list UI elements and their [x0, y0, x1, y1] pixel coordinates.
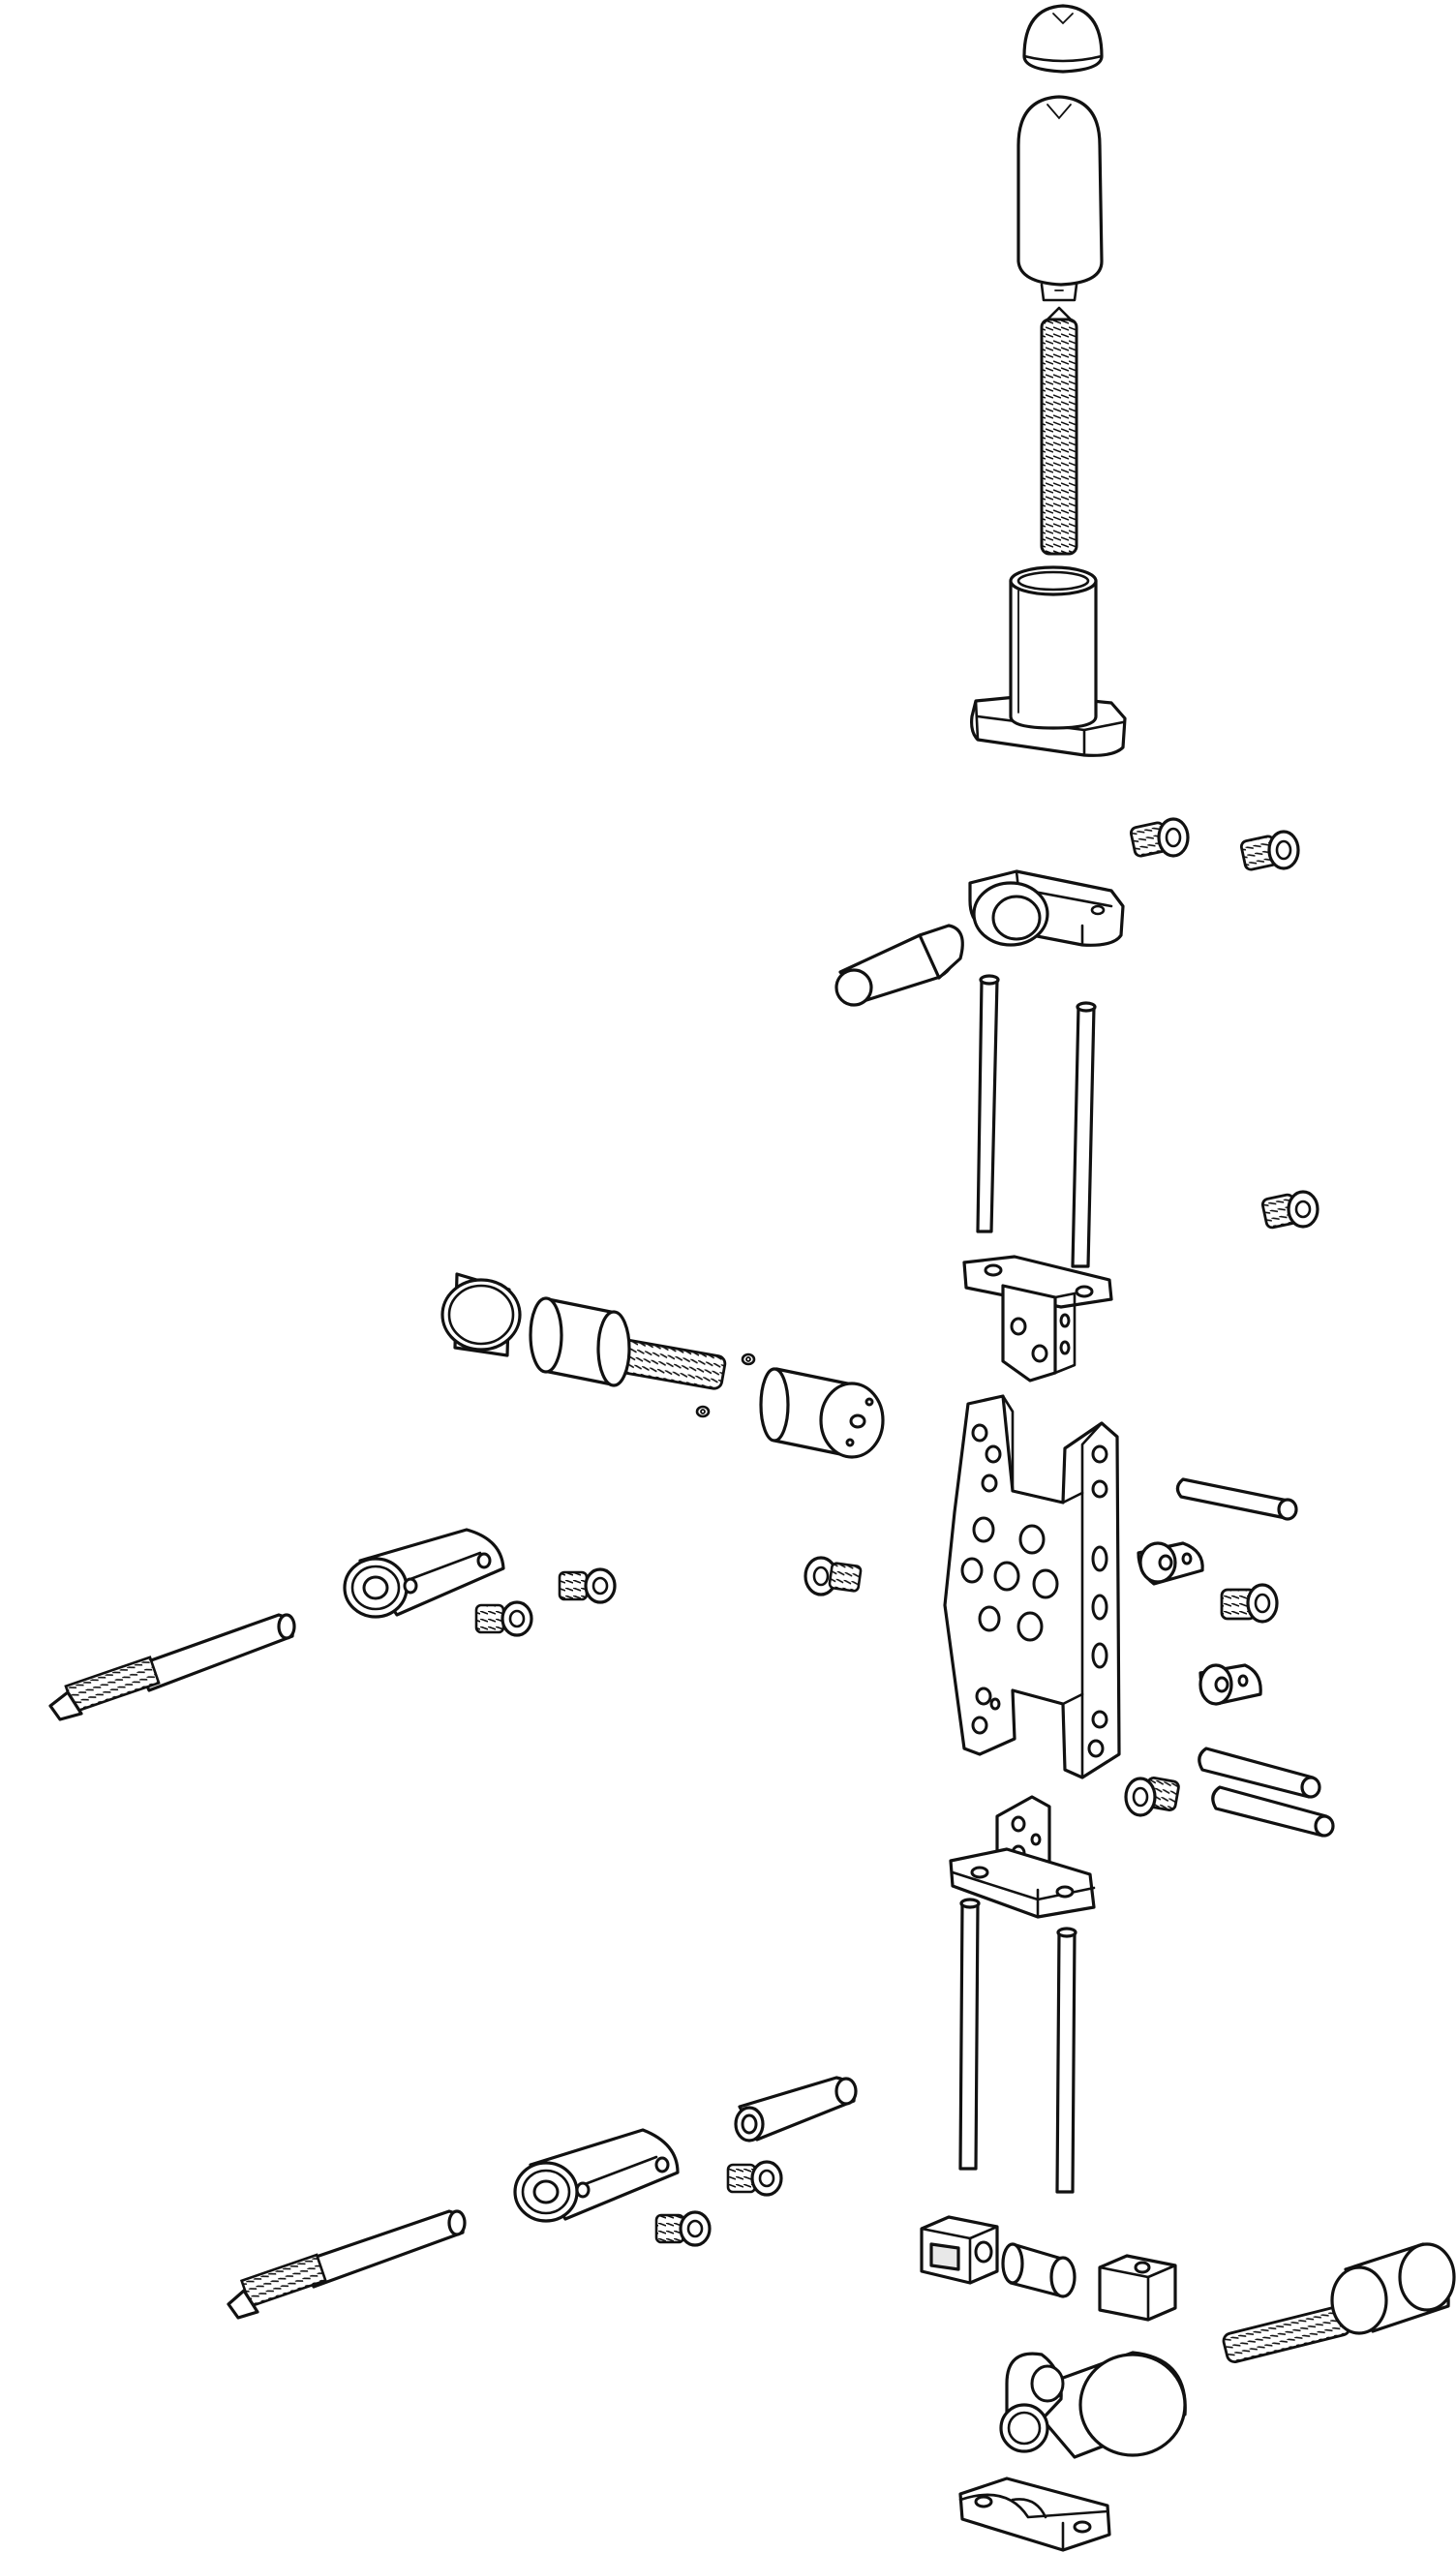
- set-screw-2: [1239, 830, 1300, 871]
- set-screw-1: [1129, 817, 1190, 858]
- square-nut-right: [1098, 2254, 1177, 2322]
- barrel-nut: [759, 1367, 885, 1459]
- pin-rod-2: [1198, 1747, 1321, 1799]
- hex-coupler-lower: [513, 2128, 680, 2223]
- pin-rod-3: [1211, 1785, 1335, 1838]
- set-screw-9: [726, 2160, 783, 2197]
- h-frame-plate: [943, 1394, 1121, 1779]
- handle-body: [1016, 95, 1104, 302]
- set-screw-8: [1124, 1777, 1180, 1817]
- set-screw-10: [654, 2210, 712, 2247]
- bottom-saddle-clamp: [958, 2477, 1111, 2552]
- lever-pin: [834, 924, 964, 1007]
- pointed-screw-shaft-upper: [48, 1613, 296, 1721]
- thumb-knob-with-screw: [1222, 2242, 1456, 2363]
- flanged-sleeve: [970, 565, 1127, 757]
- pin-rod-1: [1175, 1477, 1298, 1521]
- set-screw-4: [558, 1567, 617, 1604]
- tiny-pin-1: [741, 1352, 756, 1366]
- tiny-pin-2: [695, 1405, 711, 1418]
- eccentric-washer-1: [1137, 1541, 1204, 1586]
- dome-cap: [1022, 4, 1104, 74]
- hollow-tube: [734, 2076, 858, 2143]
- set-screw-3: [1260, 1190, 1320, 1230]
- small-cylinder: [1001, 2242, 1077, 2298]
- knob-with-threaded-stud: [529, 1296, 727, 1390]
- square-nut-left: [920, 2215, 999, 2285]
- lower-handle-body: [999, 2351, 1187, 2459]
- end-cap-cup: [440, 1272, 522, 1357]
- guide-rod-lower-right: [1055, 1927, 1077, 2194]
- upper-t-bracket: [962, 1255, 1113, 1383]
- lower-t-bracket: [949, 1795, 1096, 1919]
- threaded-spring: [1040, 306, 1078, 556]
- set-screw-5: [474, 1600, 533, 1637]
- hex-coupler-upper: [343, 1528, 505, 1619]
- guide-rod-upper-left: [976, 974, 1000, 1233]
- eccentric-washer-2: [1198, 1663, 1262, 1706]
- set-screw-6: [804, 1556, 863, 1596]
- pointed-screw-shaft-lower: [227, 2209, 467, 2320]
- guide-rod-upper-right: [1071, 1001, 1097, 1268]
- upper-clamp-block: [968, 869, 1125, 947]
- guide-rod-lower-left: [958, 1898, 981, 2171]
- set-screw-7: [1220, 1583, 1279, 1624]
